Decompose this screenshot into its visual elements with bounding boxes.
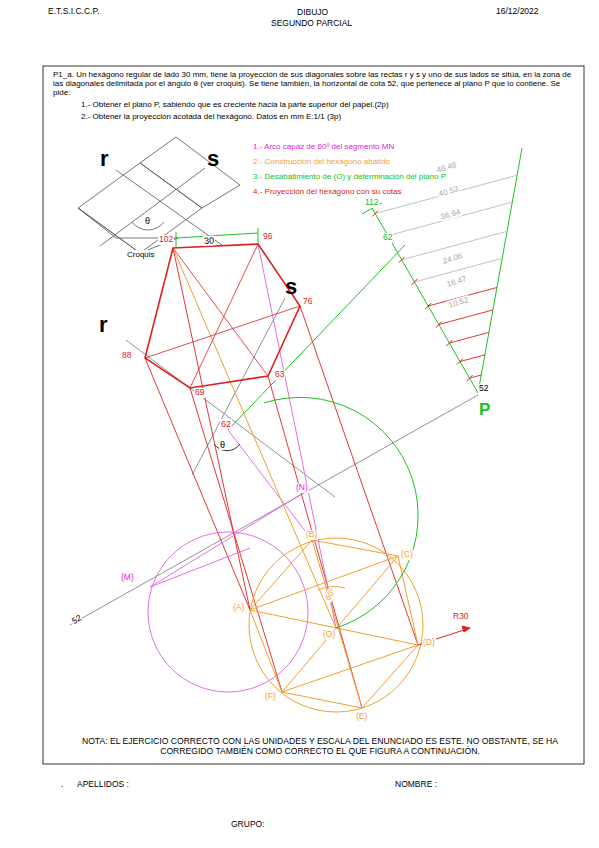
- label-text: (B): [305, 530, 318, 540]
- label-text: 62: [220, 419, 232, 429]
- contour-line: [449, 332, 489, 343]
- label-text: 40.53: [437, 184, 461, 199]
- label-text: NOTA: EL EJERCICIO CORRECTO CON LAS UNID…: [60, 737, 580, 757]
- contour-line: [460, 355, 485, 362]
- label-text: 102: [158, 235, 174, 245]
- label-text: r: [99, 312, 108, 337]
- label-text: 2.- Construcción del hexágono abatido: [252, 157, 391, 166]
- label-text: (F): [264, 692, 277, 702]
- label-text: E.T.S.I.C.C.P.: [47, 7, 100, 17]
- label-text: 16/12/2022: [495, 7, 540, 17]
- label-text: 2.- Obtener la proyección acotada del he…: [80, 112, 342, 121]
- label-text: 10.52: [447, 295, 471, 310]
- label-text: 112: [364, 198, 380, 208]
- label-text: NOMBRE :: [394, 780, 438, 790]
- label-text: GRUPO:: [230, 820, 266, 830]
- label-text: θ: [219, 440, 226, 450]
- label-text: 52: [70, 613, 85, 627]
- label-text: (D): [422, 638, 436, 648]
- label-text: 24.06: [441, 251, 465, 266]
- label-text: s: [207, 146, 219, 171]
- label-text: r: [100, 146, 109, 171]
- label-text: P1_a. Un hexágono regular de lado 30 mm,…: [53, 70, 579, 98]
- label-text: 96: [262, 232, 273, 242]
- label-text: (M): [120, 573, 135, 583]
- tick-mark: [446, 340, 452, 346]
- label-text: P: [479, 400, 490, 420]
- label-text: APELLIDOS :: [76, 780, 130, 790]
- label-text: 60°: [323, 586, 338, 603]
- label-text: R30: [452, 612, 470, 622]
- label-text: SEGUNDO PARCIAL: [270, 19, 353, 29]
- label-text: (O): [322, 630, 336, 640]
- tick-mark: [372, 211, 378, 217]
- label-text: 69: [194, 388, 205, 398]
- label-text: 76: [302, 297, 313, 307]
- label-text: Croquis: [126, 250, 156, 259]
- label-text: (E): [355, 712, 368, 722]
- tick-mark: [467, 375, 473, 381]
- page-title: DIBUJO: [296, 8, 329, 18]
- tick-mark: [425, 303, 431, 309]
- label-text: .: [60, 780, 64, 790]
- label-text: (A): [232, 603, 245, 613]
- label-text: 62: [382, 233, 393, 243]
- label-text: 3.- Desabatimiento de (O) y determinació…: [252, 172, 447, 181]
- label-text: θ: [144, 216, 151, 226]
- label-text: 52: [478, 384, 489, 394]
- tick-mark: [457, 359, 463, 365]
- tick-mark: [411, 279, 417, 285]
- label-text: 1.- Arco capaz de 60º del segmento MN: [252, 142, 395, 151]
- label-text: 1.- Obtener el plano P, sabiendo que es …: [80, 100, 390, 109]
- label-text: 88: [121, 351, 132, 361]
- label-text: s: [285, 274, 297, 299]
- tick-mark: [436, 322, 442, 328]
- label-text: (C): [400, 550, 414, 560]
- contour-line: [388, 202, 512, 236]
- label-text: (N): [295, 483, 309, 493]
- contour-line: [439, 310, 493, 325]
- label-text: 63: [274, 370, 285, 380]
- label-text: 16.47: [445, 274, 469, 289]
- label-text: 30: [203, 235, 216, 246]
- label-text: 4.- Proyección del hexágono con su cotas: [252, 187, 403, 196]
- label-text: 36.94: [439, 207, 463, 222]
- tick-mark: [399, 257, 405, 263]
